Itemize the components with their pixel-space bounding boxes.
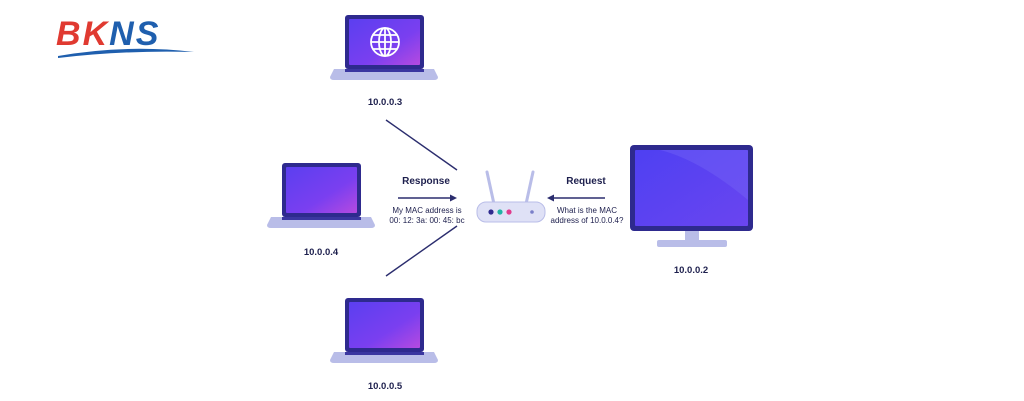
desktop-ip: 10.0.0.2 — [673, 265, 709, 276]
response-arrow — [398, 194, 457, 202]
line-top-laptop-router — [385, 119, 458, 171]
logo-wordmark: BKNS — [56, 15, 161, 53]
left-laptop-ip: 10.0.0.4 — [303, 247, 339, 258]
request-line2: address of 10.0.0.4? — [550, 216, 624, 225]
desktop-monitor — [630, 145, 753, 247]
request-title: Request — [566, 176, 606, 187]
response-title: Response — [402, 176, 450, 187]
top-laptop-ip: 10.0.0.3 — [367, 97, 403, 108]
response-line1: My MAC address is — [392, 206, 462, 215]
bottom-laptop — [330, 298, 438, 363]
response-line2: 00: 12: 3a: 00: 45: bc — [389, 216, 465, 225]
request-line1: What is the MAC — [556, 206, 617, 215]
globe-icon — [370, 27, 400, 57]
connection-lines — [385, 119, 458, 277]
top-laptop — [330, 15, 438, 80]
logo-swoosh — [58, 48, 194, 58]
bkns-logo: BKNS — [56, 14, 196, 58]
router-icon — [476, 170, 546, 223]
request-arrow — [547, 194, 605, 202]
left-laptop — [267, 163, 375, 228]
line-bottom-laptop-router — [385, 225, 458, 277]
bottom-laptop-ip: 10.0.0.5 — [367, 381, 403, 392]
